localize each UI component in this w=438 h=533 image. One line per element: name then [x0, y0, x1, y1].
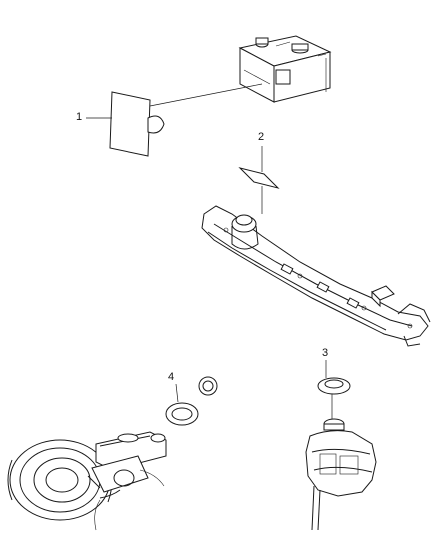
callout-2: 2: [258, 131, 265, 143]
label-sheet: [86, 83, 263, 157]
brake-booster: [7, 376, 218, 531]
callout-4: 4: [168, 371, 175, 383]
coolant-reservoir: [305, 360, 377, 531]
callout-1: 1: [76, 111, 83, 123]
battery: [238, 35, 332, 103]
support-label: [238, 146, 280, 214]
callout-3: 3: [322, 347, 329, 359]
radiator-support: [201, 205, 431, 347]
